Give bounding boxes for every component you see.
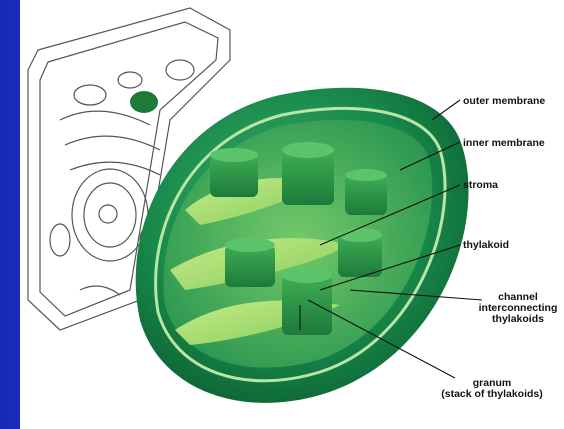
label-granum: granum (stack of thylakoids) xyxy=(420,378,564,400)
label-stroma: stroma xyxy=(463,180,498,191)
diagram-panel: outer membrane inner membrane stroma thy… xyxy=(20,0,564,429)
label-channel: channel interconnecting thylakoids xyxy=(472,292,564,325)
label-outer-membrane: outer membrane xyxy=(463,96,545,107)
granum-stack xyxy=(210,148,258,197)
granum-stack xyxy=(338,228,382,277)
label-granum-line2: (stack of thylakoids) xyxy=(420,389,564,400)
chloroplast-diagram xyxy=(20,0,564,429)
granum-stack xyxy=(282,142,334,205)
highlighted-chloroplast xyxy=(130,91,158,113)
granum-stack xyxy=(345,169,387,215)
granum-stack xyxy=(225,238,275,287)
granum-stack xyxy=(282,267,332,335)
label-channel-line3: thylakoids xyxy=(472,314,564,325)
label-thylakoid: thylakoid xyxy=(463,240,509,251)
label-inner-membrane: inner membrane xyxy=(463,138,545,149)
